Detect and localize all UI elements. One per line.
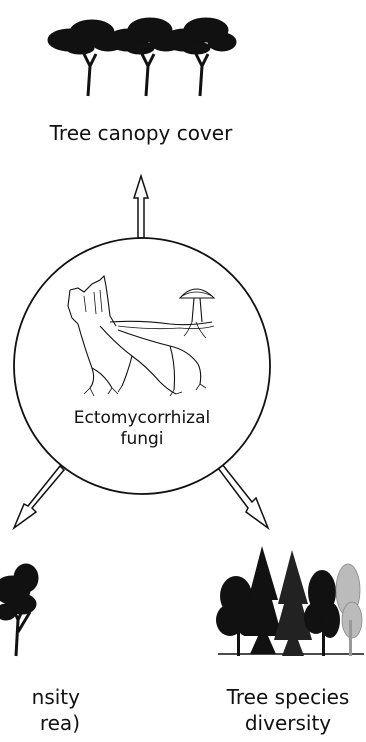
tree-species-diversity-label: Tree species diversity [210,684,366,736]
right-label-line2: diversity [210,710,366,736]
center-label-line1: Ectomycorrhizal [52,408,232,429]
arrow-down-left-icon [14,466,64,528]
canopy-trees-icon [48,18,236,96]
right-label-line1: Tree species [210,684,366,710]
arrow-down-right-icon [218,464,268,528]
left-label-line1: nsity [0,684,80,710]
mixed-forest-icon [216,546,364,656]
broadleaf-tree-icon [0,564,38,656]
center-label-line2: fungi [52,429,232,450]
left-outcome-label: nsity rea) [0,684,80,736]
left-label-line2: rea) [0,710,80,736]
tree-canopy-cover-label: Tree canopy cover [0,120,282,146]
ectomycorrhizal-fungi-label: Ectomycorrhizal fungi [52,408,232,450]
fungi-circle [14,238,270,494]
arrow-up-icon [134,176,148,238]
